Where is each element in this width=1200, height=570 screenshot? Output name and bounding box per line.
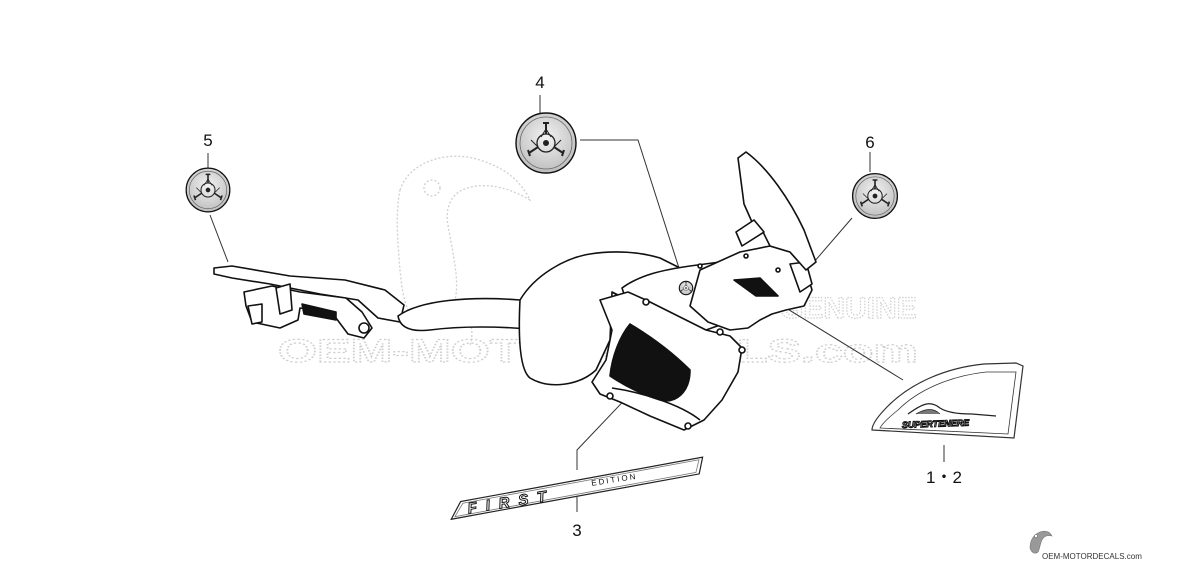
leader-line-6-to-part bbox=[813, 217, 853, 263]
rear-grab-rail bbox=[213, 265, 405, 323]
callout-1-2: 1・2 bbox=[926, 468, 962, 487]
yamaha-tuning-fork-emblem-icon bbox=[515, 112, 577, 174]
yamaha-tuning-fork-emblem-icon bbox=[185, 167, 231, 213]
rear-bracket bbox=[243, 285, 373, 339]
tank-emblem-icon bbox=[678, 280, 694, 296]
supertenere-decal-text: SUPERTENERE bbox=[902, 418, 971, 430]
leader-line-5-to-part bbox=[209, 214, 229, 263]
first-edition-decal-first: FIRST bbox=[467, 487, 557, 518]
footer-site: OEM-MOTORDECALS.com bbox=[1042, 552, 1142, 561]
supertenere-decal: SUPERTENERE bbox=[871, 362, 1024, 439]
callout-5: 5 bbox=[203, 131, 212, 150]
toucan-logo-icon bbox=[1029, 530, 1053, 554]
callout-6: 6 bbox=[865, 133, 874, 152]
callout-4: 4 bbox=[535, 73, 544, 92]
callout-3: 3 bbox=[572, 521, 581, 540]
windshield bbox=[737, 151, 817, 271]
yamaha-tuning-fork-emblem-icon bbox=[851, 172, 899, 220]
motorcycle-body-outline bbox=[213, 151, 817, 431]
leader-line-4-to-part bbox=[580, 139, 687, 291]
